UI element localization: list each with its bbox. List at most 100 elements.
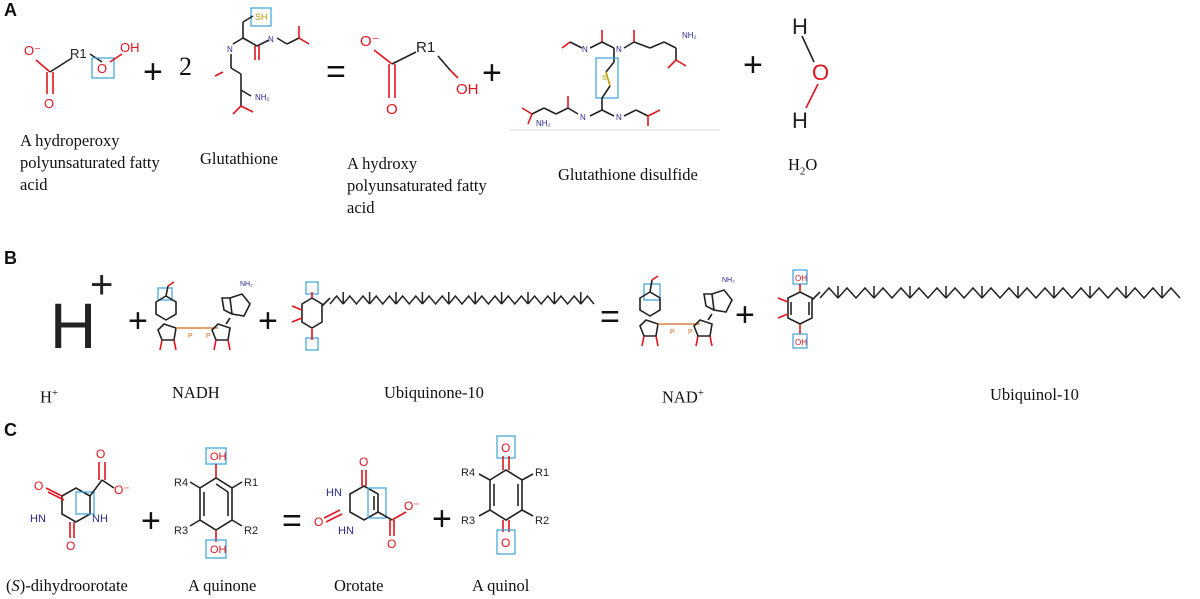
ubiquinone-structure xyxy=(291,281,595,351)
svg-text:NH₂: NH₂ xyxy=(240,281,253,288)
svg-text:S: S xyxy=(602,75,607,82)
equals-sign: = xyxy=(326,53,346,91)
svg-text:O: O xyxy=(97,61,107,76)
svg-text:O⁻: O⁻ xyxy=(360,33,380,50)
svg-text:O: O xyxy=(501,441,510,455)
stoichiometric-coefficient: 2 xyxy=(179,52,192,81)
svg-text:N: N xyxy=(616,45,622,54)
hydroxy-fatty-acid-structure: O⁻ O R1 OH xyxy=(360,33,479,118)
water-subscript: 2 xyxy=(799,165,806,178)
dihydroorotate-stereo: S xyxy=(11,576,20,595)
svg-text:O: O xyxy=(812,60,829,85)
quinol-structure: O R4 R1 R3 R2 O xyxy=(461,435,549,555)
orotate-structure: O HN HN O O O⁻ xyxy=(314,455,420,551)
nad-charge: + xyxy=(697,387,704,399)
panel-b-label: B xyxy=(4,248,17,268)
svg-text:NH₂: NH₂ xyxy=(722,277,735,284)
svg-text:HN: HN xyxy=(326,487,342,499)
svg-text:OH: OH xyxy=(456,81,479,98)
svg-text:OH: OH xyxy=(795,338,807,347)
svg-text:NH: NH xyxy=(92,513,108,525)
svg-text:H: H xyxy=(50,290,96,362)
svg-text:O: O xyxy=(386,101,398,118)
orotate-caption: Orotate xyxy=(334,576,384,595)
svg-text:O: O xyxy=(387,537,396,551)
svg-text:R3: R3 xyxy=(174,525,188,537)
svg-text:R1: R1 xyxy=(70,46,87,61)
svg-text:R4: R4 xyxy=(461,467,475,479)
glutathione-caption: Glutathione xyxy=(200,149,278,168)
svg-text:O: O xyxy=(314,515,323,529)
glutathione-disulfide-structure: N N NH₂ S N N NH₂ xyxy=(510,30,720,131)
svg-text:NH₂: NH₂ xyxy=(682,31,697,40)
nad-plus-structure: P P NH₂ xyxy=(639,275,735,347)
plus-sign: + xyxy=(141,502,161,540)
svg-text:P: P xyxy=(206,333,211,340)
svg-text:N: N xyxy=(582,45,588,54)
svg-text:HN: HN xyxy=(30,513,46,525)
svg-text:+: + xyxy=(90,263,113,307)
svg-text:O⁻: O⁻ xyxy=(404,499,420,513)
ubiquinone-caption: Ubiquinone-10 xyxy=(384,383,484,402)
svg-text:O: O xyxy=(501,536,510,550)
hydroperoxy-fatty-acid-structure: O⁻ O R1 O OH xyxy=(24,40,140,111)
ubiquinol-structure: OH OH xyxy=(777,269,1181,349)
svg-text:P: P xyxy=(688,329,693,336)
hydroxy-fatty-acid-caption: A hydroxy polyunsaturated fatty acid xyxy=(347,154,487,217)
nadh-caption: NADH xyxy=(172,383,220,402)
svg-text:HN: HN xyxy=(338,525,354,537)
proton-charge: + xyxy=(51,387,59,399)
proton-h: H xyxy=(40,387,52,407)
svg-text:O⁻: O⁻ xyxy=(114,483,130,497)
svg-text:R1: R1 xyxy=(244,477,258,489)
water-caption: H2O xyxy=(788,154,817,182)
svg-text:N: N xyxy=(268,35,274,44)
svg-text:P: P xyxy=(670,329,675,336)
plus-sign: + xyxy=(143,53,163,91)
ubiquinol-caption: Ubiquinol-10 xyxy=(990,385,1079,404)
equals-sign: = xyxy=(282,502,302,540)
svg-text:O: O xyxy=(359,455,368,469)
svg-text:OH: OH xyxy=(120,40,140,55)
svg-text:N: N xyxy=(227,45,233,54)
panel-c-label: C xyxy=(4,420,17,440)
proton-caption: H+ xyxy=(40,382,58,409)
glutathione-disulfide-caption: Glutathione disulfide xyxy=(558,165,698,184)
svg-text:NH₂: NH₂ xyxy=(255,93,270,102)
svg-text:O: O xyxy=(96,447,105,461)
quinone-structure: OH R4 R1 R3 R2 OH xyxy=(174,447,258,559)
plus-sign: + xyxy=(735,296,755,334)
water-structure: H O H xyxy=(792,14,829,133)
nad-name: NAD xyxy=(662,387,698,407)
dihydroorotate-name: )-dihydroorotate xyxy=(19,576,128,595)
quinol-caption: A quinol xyxy=(472,576,530,595)
plus-sign: + xyxy=(258,302,278,340)
nadh-structure: P P NH₂ xyxy=(155,281,253,351)
svg-text:R1: R1 xyxy=(416,39,435,56)
proton-structure: H + xyxy=(50,263,113,362)
dihydroorotate-prefix: ( xyxy=(6,576,12,595)
svg-text:P: P xyxy=(188,333,193,340)
quinone-caption: A quinone xyxy=(188,576,257,595)
svg-text:NH₂: NH₂ xyxy=(536,119,551,128)
plus-sign: + xyxy=(432,500,452,538)
svg-text:OH: OH xyxy=(795,274,807,283)
svg-text:R2: R2 xyxy=(535,515,549,527)
svg-text:R2: R2 xyxy=(244,525,258,537)
nad-plus-caption: NAD+ xyxy=(662,382,704,409)
svg-text:O: O xyxy=(44,96,54,111)
svg-text:SH: SH xyxy=(255,12,268,22)
svg-text:R4: R4 xyxy=(174,477,188,489)
svg-text:H: H xyxy=(792,108,808,133)
svg-text:R1: R1 xyxy=(535,467,549,479)
svg-text:OH: OH xyxy=(210,451,227,463)
plus-sign: + xyxy=(128,302,148,340)
water-o: O xyxy=(805,155,818,174)
water-h: H xyxy=(788,155,800,174)
plus-sign: + xyxy=(482,54,502,92)
svg-text:R3: R3 xyxy=(461,515,475,527)
equals-sign: = xyxy=(600,298,620,336)
svg-text:O: O xyxy=(66,539,75,553)
svg-text:OH: OH xyxy=(210,544,227,556)
svg-text:N: N xyxy=(616,113,622,122)
